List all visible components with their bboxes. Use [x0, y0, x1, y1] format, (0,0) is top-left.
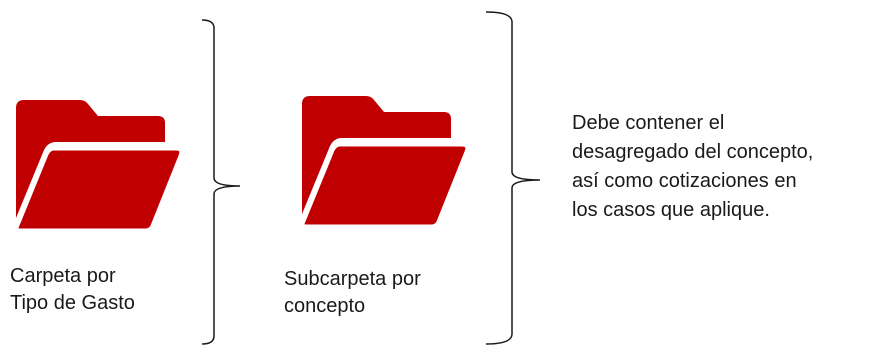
right-curly-brace: [484, 10, 544, 346]
folder-caption: Carpeta por Tipo de Gasto: [10, 265, 135, 314]
subfolder-caption: Subcarpeta por concepto: [284, 268, 421, 317]
open-folder-icon: [14, 98, 184, 232]
open-folder-icon: [300, 94, 470, 228]
right-curly-brace: [200, 18, 250, 348]
description-text: Debe contener el desagregado del concept…: [572, 112, 814, 221]
